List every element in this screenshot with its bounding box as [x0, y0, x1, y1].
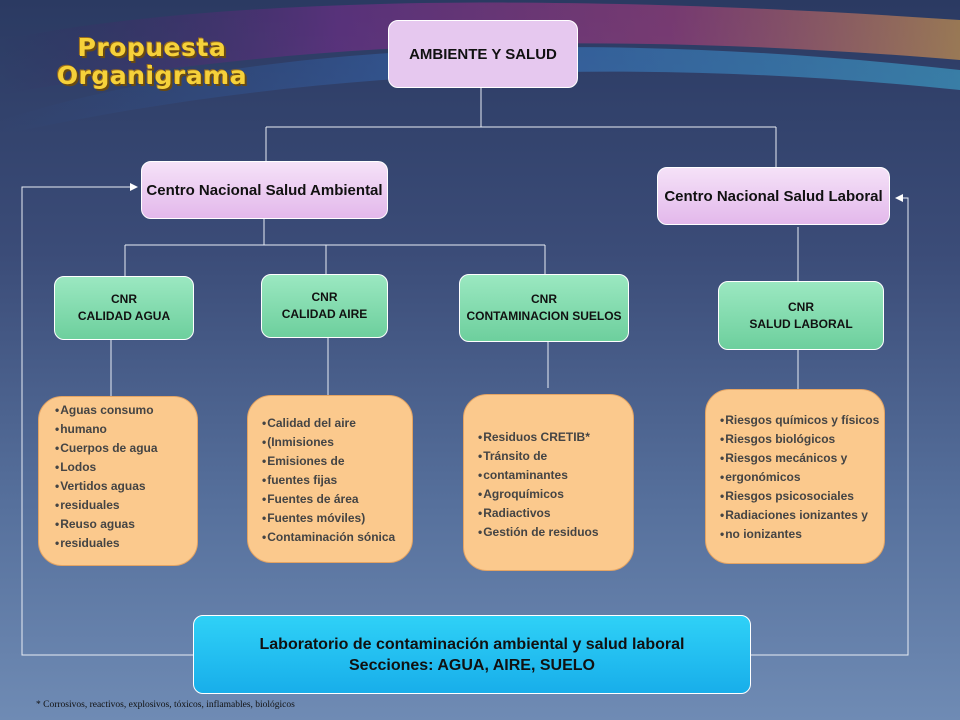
cnr-agua-line-1: CNR	[111, 292, 137, 306]
list-item: Riesgos químicos y físicos	[720, 411, 879, 430]
root-label: AMBIENTE Y SALUD	[409, 45, 557, 63]
list-item: Vertidos aguas	[55, 477, 158, 496]
list-item: Riesgos psicosociales	[720, 487, 879, 506]
list-item: Fuentes de área	[262, 490, 395, 509]
list-item: Riesgos biológicos	[720, 430, 879, 449]
list-calidad-agua: Aguas consumo humano Cuerpos de agua Lod…	[38, 396, 198, 566]
list-agua-items: Aguas consumo humano Cuerpos de agua Lod…	[55, 401, 158, 553]
centro-salud-laboral: Centro Nacional Salud Laboral	[657, 167, 890, 225]
centro-ambiental-label: Centro Nacional Salud Ambiental	[146, 181, 383, 199]
cnr-contaminacion-suelos: CNR CONTAMINACION SUELOS	[459, 274, 629, 342]
list-salud-laboral: Riesgos químicos y físicos Riesgos bioló…	[705, 389, 885, 564]
laboratorio-line-1: Laboratorio de contaminación ambiental y…	[259, 635, 685, 653]
list-item: Contaminación sónica	[262, 528, 395, 547]
list-item: no ionizantes	[720, 525, 879, 544]
list-contaminacion-suelos: Residuos CRETIB* Tránsito de contaminant…	[463, 394, 634, 571]
cnr-suelos-line-2: CONTAMINACION SUELOS	[466, 309, 622, 323]
list-item: Residuos CRETIB*	[478, 428, 599, 447]
list-item: Riesgos mecánicos y	[720, 449, 879, 468]
centro-laboral-label: Centro Nacional Salud Laboral	[664, 187, 883, 205]
cnr-laboral-line-1: CNR	[788, 299, 814, 314]
title-line-2: Organigrama	[56, 61, 248, 90]
laboratorio-line-2: Secciones: AGUA, AIRE, SUELO	[349, 656, 595, 674]
centro-salud-ambiental: Centro Nacional Salud Ambiental	[141, 161, 388, 219]
list-item: Fuentes móviles)	[262, 509, 395, 528]
list-item: residuales	[55, 534, 158, 553]
decorative-swoosh	[0, 2, 960, 135]
list-aire-items: Calidad del aire (Inmisiones Emisiones d…	[262, 414, 395, 547]
list-item: Reuso aguas	[55, 515, 158, 534]
list-item: contaminantes	[478, 466, 599, 485]
footnote: * Corrosivos, reactivos, explosivos, tóx…	[36, 700, 295, 710]
list-laboral-items: Riesgos químicos y físicos Riesgos bioló…	[720, 411, 879, 544]
list-item: ergonómicos	[720, 468, 879, 487]
cnr-aire-line-2: CALIDAD AIRE	[281, 307, 368, 321]
cnr-salud-laboral: CNR SALUD LABORAL	[718, 281, 884, 350]
laboratorio-box: Laboratorio de contaminación ambiental y…	[193, 615, 751, 694]
cnr-calidad-agua: CNR CALIDAD AGUA	[54, 276, 194, 340]
root-ambiente-y-salud: AMBIENTE Y SALUD	[388, 20, 578, 88]
list-item: humano	[55, 420, 158, 439]
list-item: (Inmisiones	[262, 433, 395, 452]
list-item: Agroquímicos	[478, 485, 599, 504]
list-item: Cuerpos de agua	[55, 439, 157, 458]
title-line-1: Propuesta	[77, 33, 227, 62]
list-item: Emisiones de	[262, 452, 395, 471]
list-item: Gestión de residuos	[478, 523, 598, 542]
cnr-suelos-line-1: CNR	[531, 292, 557, 306]
list-suelos-items: Residuos CRETIB* Tránsito de contaminant…	[478, 428, 599, 542]
list-item: Radiaciones ionizantes y	[720, 506, 879, 525]
list-item: Calidad del aire	[262, 414, 395, 433]
list-item: Radiactivos	[478, 504, 599, 523]
list-item: fuentes fijas	[262, 471, 395, 490]
cnr-laboral-line-2: SALUD LABORAL	[749, 316, 853, 331]
list-item: residuales	[55, 496, 158, 515]
list-item: Tránsito de	[478, 447, 599, 466]
list-calidad-aire: Calidad del aire (Inmisiones Emisiones d…	[247, 395, 413, 563]
slide-title: Propuesta Organigrama	[52, 34, 252, 90]
cnr-calidad-aire: CNR CALIDAD AIRE	[261, 274, 388, 338]
cnr-agua-line-2: CALIDAD AGUA	[77, 309, 171, 323]
cnr-aire-line-1: CNR	[311, 290, 338, 304]
list-item: Aguas consumo	[55, 401, 158, 420]
list-item: Lodos	[55, 458, 158, 477]
